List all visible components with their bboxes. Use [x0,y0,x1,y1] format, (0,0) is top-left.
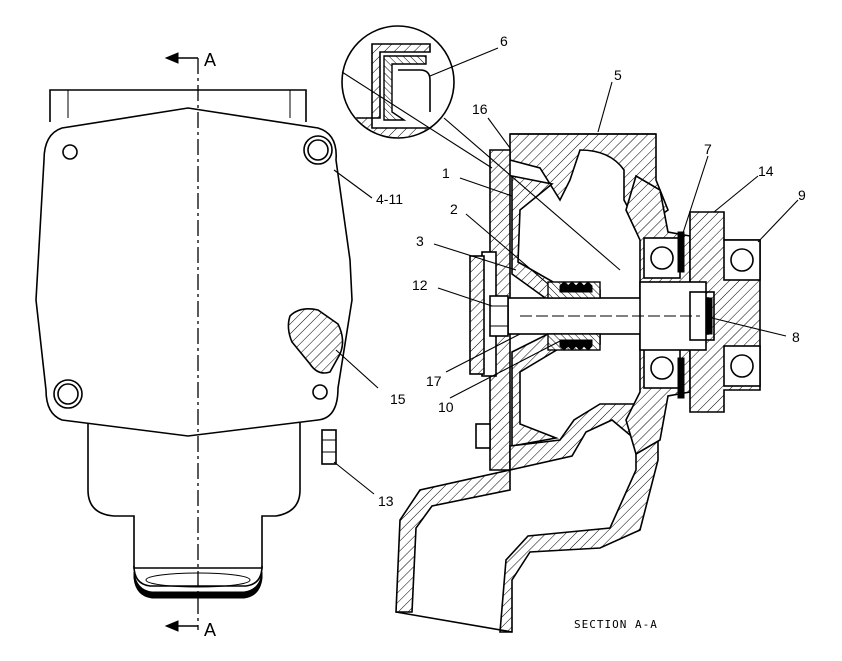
callout-8: 8 [792,329,800,345]
callout-4-11: 4-11 [376,191,403,207]
callout-3: 3 [416,233,424,249]
callout-10: 10 [438,399,454,415]
callout-15: 16 [472,101,488,117]
callout-9: 9 [798,187,806,203]
side-boss [287,308,344,374]
callout-14: 14 [758,163,774,179]
top-boss [49,89,307,122]
callout-1: 1 [442,165,450,181]
seal-detail-bubble [341,25,455,139]
callout-5: 5 [614,67,622,83]
leader-lines [333,47,799,495]
section-mark-bottom: A [204,620,216,640]
drain-plug [321,429,337,465]
lower-housing [87,422,301,569]
callouts: 6 5 16 1 2 3 12 17 10 7 14 9 8 4-11 15 1… [376,33,806,631]
callout-7: 7 [704,141,712,157]
callout-12: 12 [412,277,428,293]
housing-bolt [475,423,491,449]
mechanical-seal [547,281,601,351]
impeller-nut [489,295,509,337]
callout-16: 15 [390,391,406,407]
callout-2: 2 [450,201,458,217]
shaft [507,281,715,351]
section-view [395,133,761,633]
bearings [643,237,761,389]
cover-bolt-holes [53,135,333,409]
front-view [35,52,353,632]
inlet-pipe [395,469,511,613]
callout-17: 17 [426,373,442,389]
callout-6: 6 [500,33,508,49]
callout-13: 13 [378,493,394,509]
cover-outline [35,107,353,437]
section-caption: SECTION A-A [574,618,658,631]
section-mark-top: A [204,50,216,70]
